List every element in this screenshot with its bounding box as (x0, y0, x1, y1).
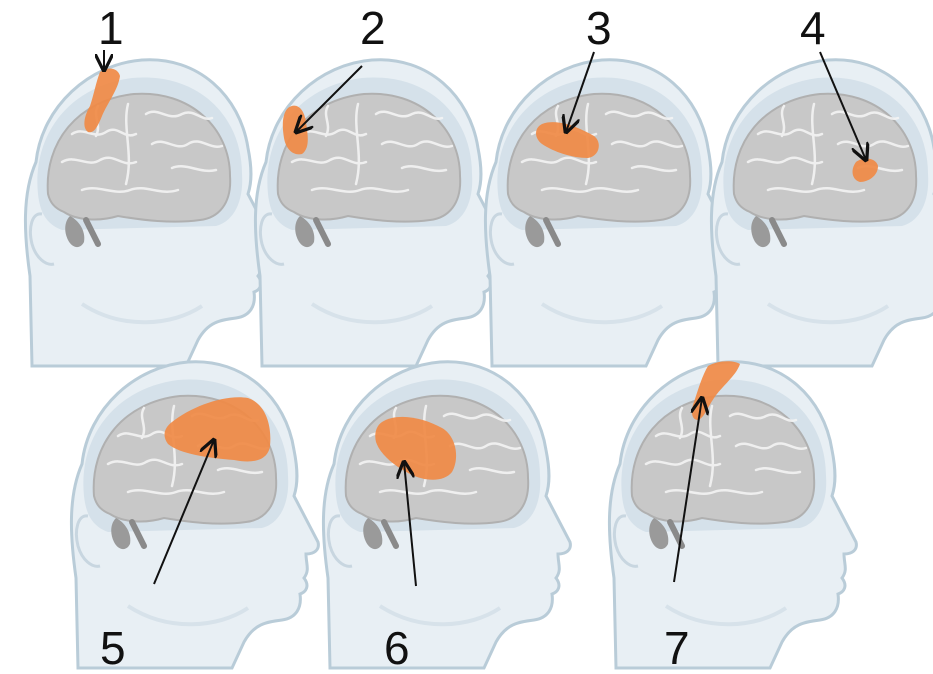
panel-label-7: 7 (664, 622, 690, 674)
panel-label-6: 6 (384, 622, 410, 674)
panel-7 (609, 361, 856, 668)
panel-3 (485, 60, 732, 366)
panel-label-1: 1 (98, 2, 124, 54)
panel-1 (25, 60, 272, 366)
panel-label-3: 3 (586, 2, 612, 54)
panel-label-2: 2 (360, 2, 386, 54)
panel-2 (255, 60, 502, 366)
panel-label-4: 4 (800, 2, 826, 54)
panel-label-5: 5 (100, 622, 126, 674)
panel-6 (323, 362, 570, 668)
panel-4 (711, 60, 933, 366)
